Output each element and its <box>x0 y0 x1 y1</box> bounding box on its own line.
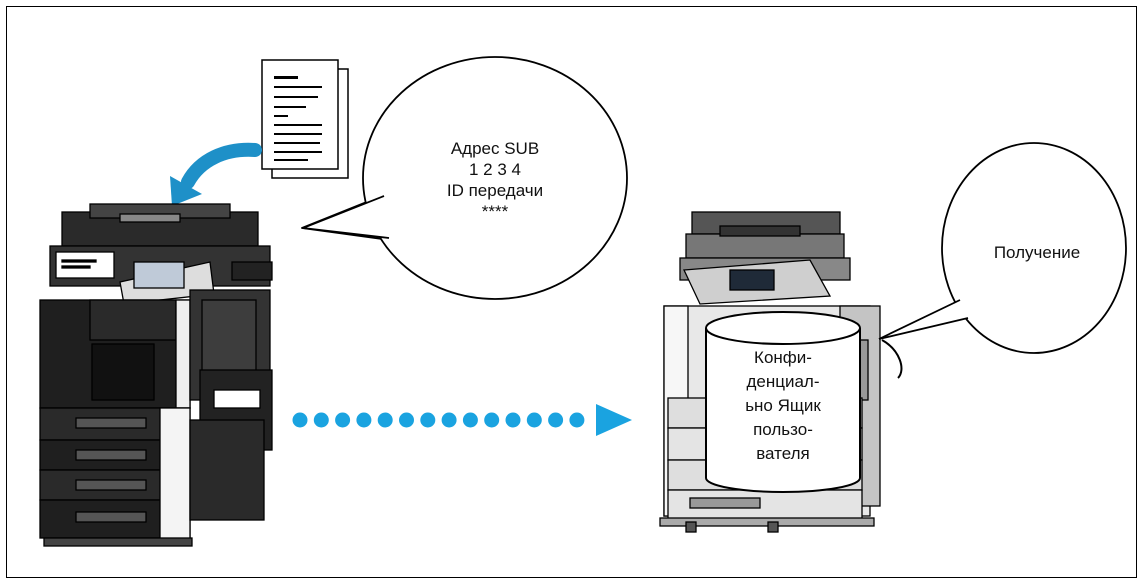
receiver-speech-bubble <box>878 142 1127 354</box>
user-box-line: денциал- <box>746 372 820 391</box>
user-box-line: ьно Ящик <box>745 396 821 415</box>
sender-speech-bubble <box>301 56 628 300</box>
transmission-id-label: ID передачи <box>446 181 544 200</box>
sender-mfp-icon <box>39 203 273 547</box>
transfer-dot <box>441 412 457 428</box>
user-box-label: Конфи- денциал- ьно Ящик пользо- вателя <box>712 346 854 466</box>
dotted-arrow-icon <box>292 412 585 428</box>
transfer-arrowhead <box>596 404 632 436</box>
user-box-line: вателя <box>756 444 810 463</box>
transfer-dot <box>356 412 372 428</box>
transfer-dot <box>399 412 414 428</box>
transfer-dot <box>377 412 393 428</box>
user-box-cylinder <box>705 311 861 493</box>
transfer-dot <box>420 412 436 428</box>
curved-arrow-icon <box>170 142 262 206</box>
sub-address-value: 1 2 3 4 <box>469 160 521 179</box>
user-box-line: пользо- <box>753 420 813 439</box>
transmission-id-value: **** <box>481 202 509 221</box>
transfer-dot <box>526 412 542 428</box>
transfer-dot <box>484 412 500 428</box>
sender-bubble-text: Адрес SUB 1 2 3 4 ID передачи **** <box>415 138 575 222</box>
transfer-dot <box>505 412 521 428</box>
transfer-dot <box>292 412 308 428</box>
transfer-dot <box>548 412 564 428</box>
transfer-dot <box>569 412 585 428</box>
user-box-line: Конфи- <box>754 348 812 367</box>
transfer-dot <box>462 412 478 428</box>
transfer-dot <box>313 412 329 428</box>
document-icon <box>261 59 349 179</box>
transfer-dot <box>335 412 351 428</box>
sub-address-label: Адрес SUB <box>450 139 540 158</box>
receive-label: Получение <box>993 243 1081 262</box>
